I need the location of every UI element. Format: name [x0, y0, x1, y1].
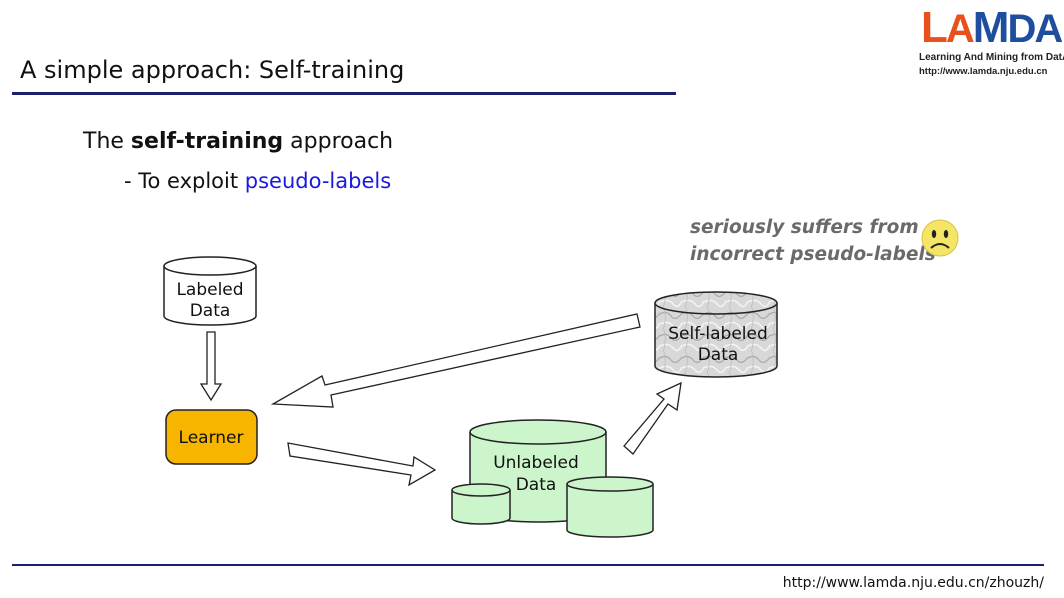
self-training-heading: The self-training approach	[83, 129, 393, 154]
footer-rule	[12, 564, 1044, 566]
note-line-2: incorrect pseudo-labels	[690, 244, 936, 265]
lamda-logo: LAMDA Learning And Mining from DatA http…	[917, 3, 1064, 84]
logo-tagline: Learning And Mining from DatA	[919, 52, 1064, 63]
unlabeled-data-small-cylinder-right	[566, 476, 654, 538]
logo-wordmark: LAMDA	[921, 3, 1063, 53]
unlabeled-data-small-cylinder-left	[451, 483, 511, 525]
title-underline	[12, 92, 676, 95]
arrow-labeled-to-learner	[199, 331, 223, 402]
slide-title: A simple approach: Self-training	[20, 56, 405, 84]
logo-letter-da: DA	[1007, 7, 1063, 51]
arrow-self-labeled-to-learner	[270, 313, 641, 408]
labeled-data-label-line2: Data	[190, 301, 231, 321]
subpoint-highlight: pseudo-labels	[244, 169, 392, 193]
note-line-1: seriously suffers from	[690, 217, 919, 238]
unlabeled-data-label-line1: Unlabeled	[493, 453, 579, 473]
sad-face-icon	[921, 219, 959, 257]
learner-box: Learner	[165, 409, 258, 465]
self-labeled-data-label-line1: Self-labeled	[668, 324, 768, 344]
subpoint: - To exploit pseudo-labels	[124, 169, 391, 193]
heading-prefix: The	[83, 129, 131, 154]
arrow-learner-to-unlabeled	[287, 442, 437, 487]
logo-letter-a: A	[945, 7, 975, 51]
logo-url: http://www.lamda.nju.edu.cn	[919, 66, 1048, 77]
self-labeled-data-cylinder: Self-labeled Data	[654, 291, 778, 378]
footer-url: http://www.lamda.nju.edu.cn/zhouzh/	[782, 575, 1044, 591]
unlabeled-data-label-line2: Data	[516, 475, 557, 495]
self-labeled-data-label-line2: Data	[698, 345, 739, 365]
arrow-unlabeled-to-self-labeled	[623, 381, 682, 455]
labeled-data-cylinder: Labeled Data	[163, 256, 257, 326]
heading-suffix: approach	[283, 129, 394, 154]
subpoint-prefix: - To exploit	[124, 169, 245, 193]
warning-note: seriously suffers from incorrect pseudo-…	[690, 214, 936, 268]
heading-bold-term: self-training	[130, 129, 284, 154]
labeled-data-label-line1: Labeled	[176, 280, 243, 300]
logo-letter-m: M	[972, 3, 1010, 52]
learner-label: Learner	[179, 428, 244, 448]
logo-letter-l: L	[921, 3, 948, 52]
